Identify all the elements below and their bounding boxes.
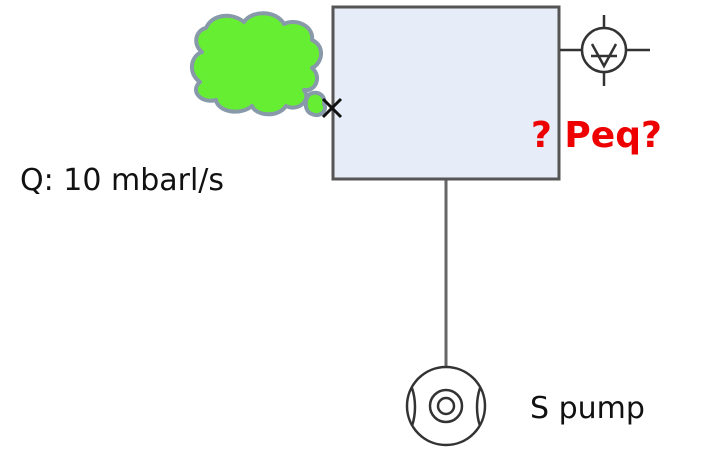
pump-speed-label: S pump — [530, 391, 645, 426]
leak-rate-label: Q: 10 mbarl/s — [20, 163, 225, 198]
leak-cloud-icon — [190, 11, 327, 117]
vacuum-pump-icon — [405, 365, 487, 447]
vacuum-chamber — [331, 5, 561, 181]
x-mark-icon — [321, 97, 343, 119]
equilibrium-pressure-question: ? Peq? — [531, 115, 662, 156]
vacuum-gauge-icon — [560, 15, 650, 86]
